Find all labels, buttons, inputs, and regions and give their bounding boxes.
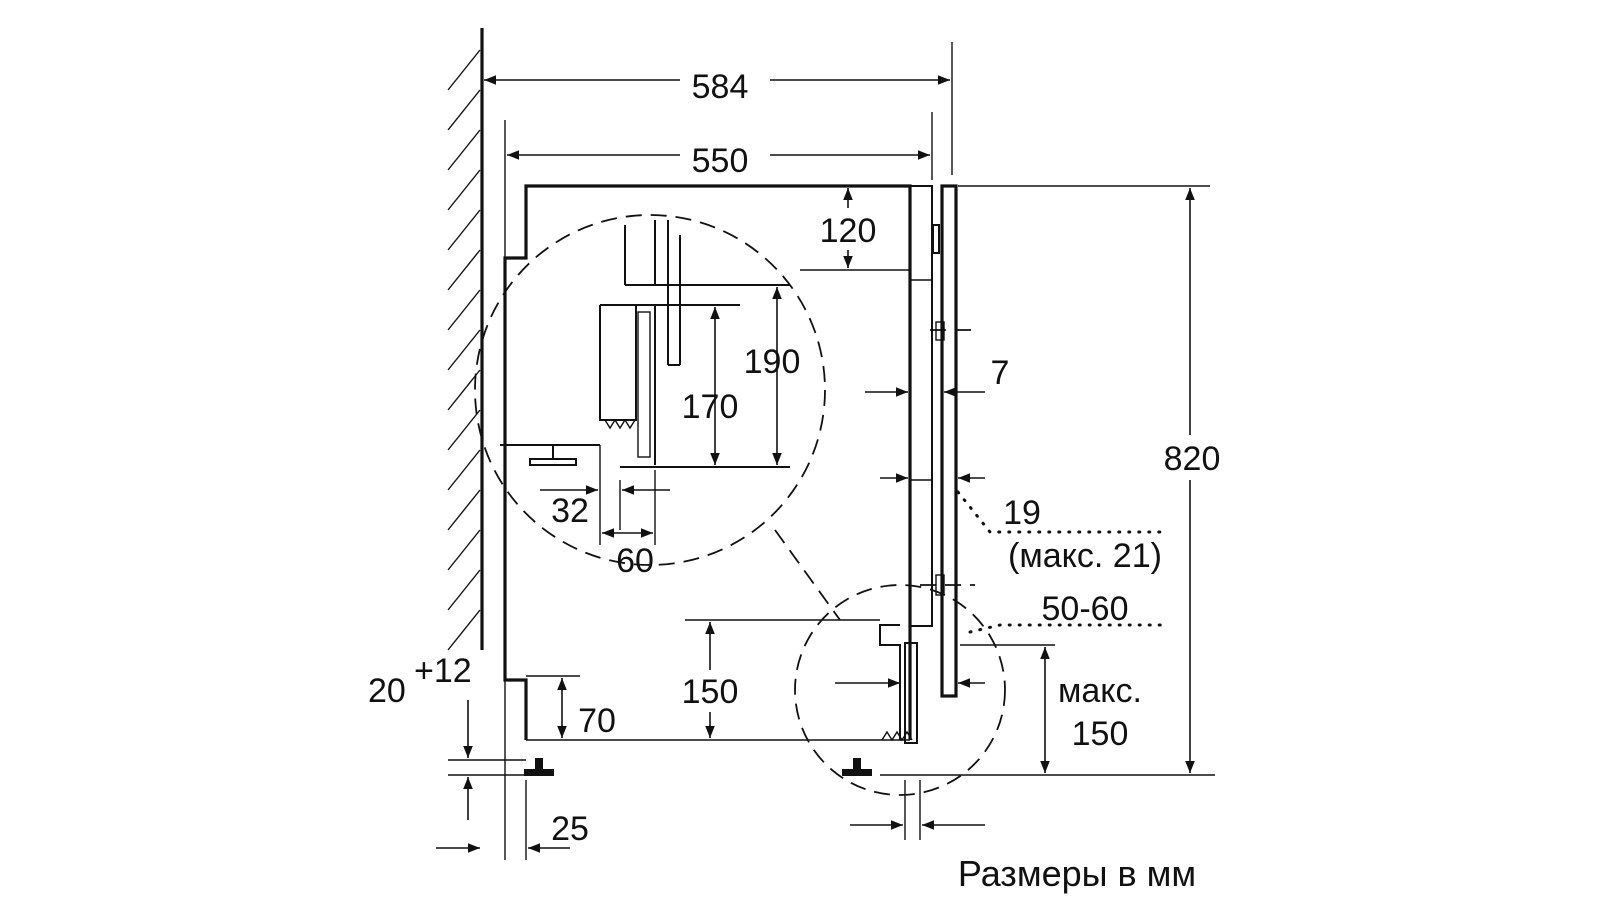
dim-820: [880, 185, 1215, 776]
foot-right: [842, 758, 872, 776]
label-584: 584: [692, 68, 749, 106]
wall: [447, 28, 484, 651]
label-7: 7: [991, 354, 1010, 392]
dim-120: [800, 188, 910, 271]
dim-20-plus-12: [448, 700, 526, 820]
label-max-150: 150: [1072, 715, 1129, 753]
label-120: 120: [820, 212, 877, 250]
label-19-max: (макс. 21): [1008, 537, 1162, 575]
label-70: 70: [578, 702, 616, 740]
appliance-body: [503, 120, 975, 860]
label-25: 25: [551, 810, 589, 848]
label-50-60: 50-60: [1042, 590, 1129, 628]
dim-70: [526, 675, 580, 738]
label-60: 60: [616, 542, 654, 580]
label-170: 170: [682, 388, 739, 426]
dim-150: [685, 619, 880, 738]
dim-door-gap: [850, 780, 985, 840]
dim-550: [507, 112, 933, 180]
label-20-tolerance: +12: [414, 652, 472, 690]
caption-units: Размеры в мм: [958, 853, 1196, 894]
dim-19: [880, 473, 1162, 534]
label-550: 550: [692, 142, 749, 180]
dim-584: [484, 42, 953, 175]
label-19: 19: [1003, 494, 1041, 532]
label-150: 150: [682, 673, 739, 711]
detail-circle-top: [474, 214, 841, 621]
label-820: 820: [1164, 440, 1221, 478]
dim-50-60: [968, 623, 1167, 634]
foot-left: [524, 758, 554, 776]
label-32: 32: [551, 492, 589, 530]
detail-circle-bottom: [794, 584, 1006, 796]
dim-25: [436, 780, 570, 860]
label-max: макс.: [1058, 672, 1142, 710]
label-190: 190: [744, 343, 801, 381]
dim-max-150: [960, 644, 1055, 773]
label-20-base: 20: [368, 672, 406, 710]
